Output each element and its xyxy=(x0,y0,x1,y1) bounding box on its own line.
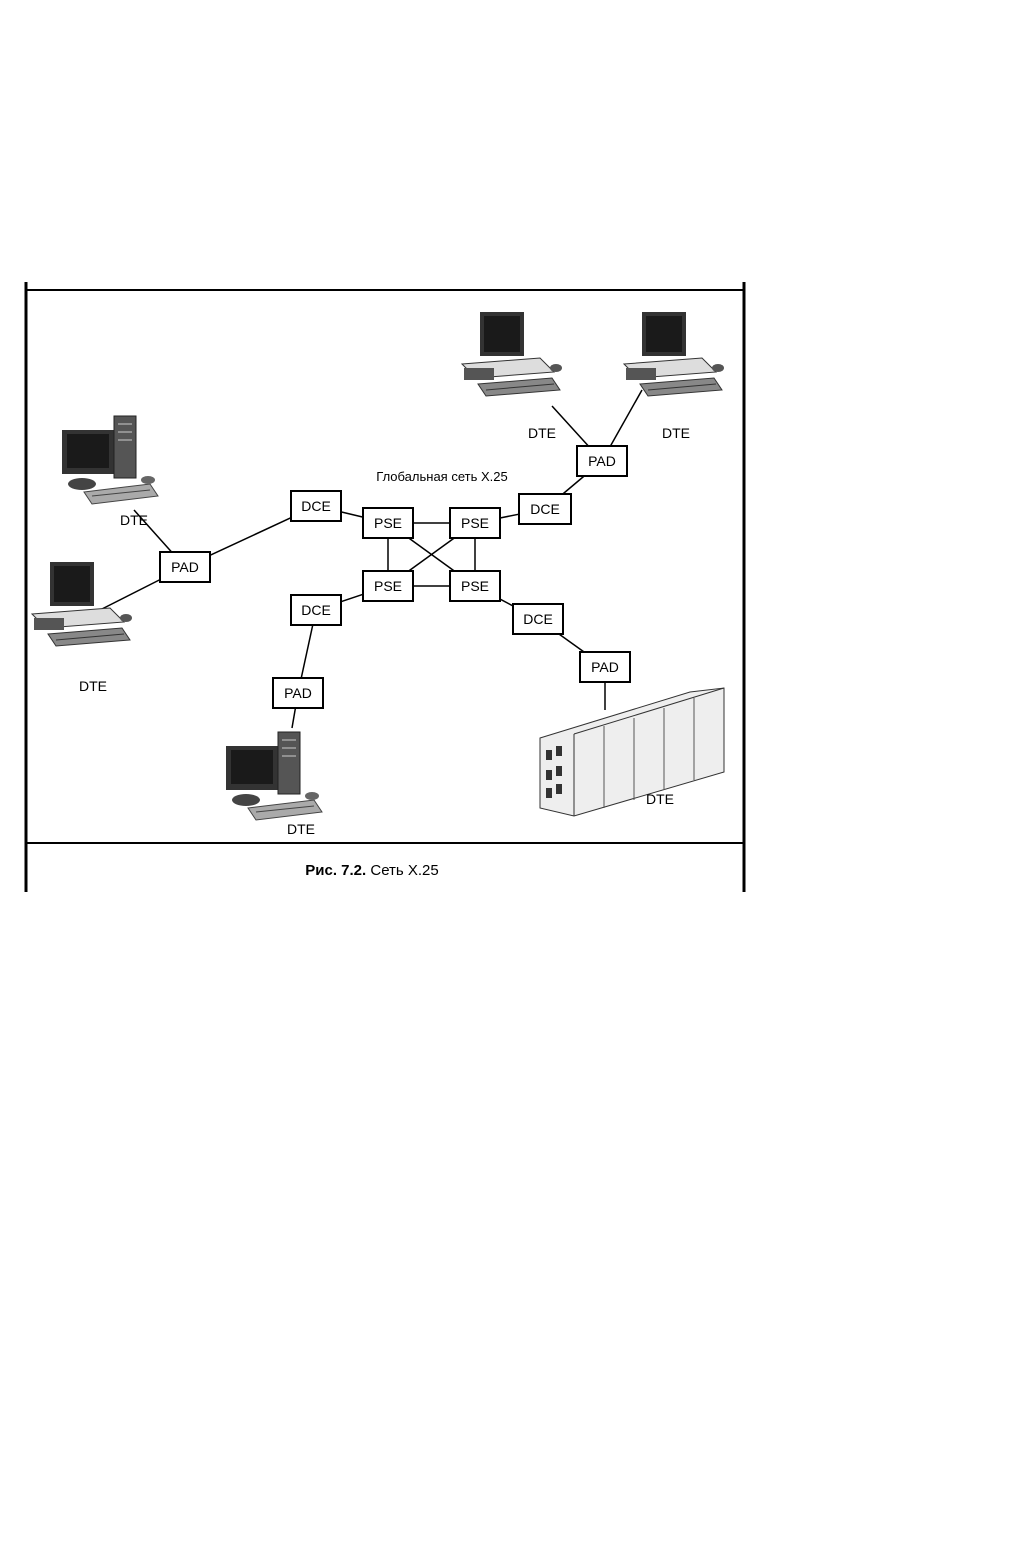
link-pad-left-dce-left-top xyxy=(210,518,291,556)
dce-node-label: DCE xyxy=(301,602,331,618)
pad-node-label: PAD xyxy=(171,559,199,575)
dce-node-right-bottom: DCE xyxy=(513,604,563,634)
dce-node-label: DCE xyxy=(530,501,560,517)
dte-label-bottom: DTE xyxy=(287,821,315,837)
dte-label-top-a: DTE xyxy=(528,425,556,441)
dte-top-a-workstation-icon xyxy=(462,312,562,396)
dce-node-label: DCE xyxy=(301,498,331,514)
link-dte-left-pad-left xyxy=(96,580,160,612)
link-pad-bottom-right-dce-right-bottom xyxy=(559,634,584,652)
pad-node-label: PAD xyxy=(284,685,312,701)
pad-node-label: PAD xyxy=(591,659,619,675)
pad-node-bottom-left: PAD xyxy=(273,678,323,708)
pse-node-label: PSE xyxy=(374,578,402,594)
network-label: Глобальная сеть X.25 xyxy=(376,469,507,484)
pad-node-left: PAD xyxy=(160,552,210,582)
pad-node-bottom-right: PAD xyxy=(580,652,630,682)
caption-number: Рис. 7.2. xyxy=(305,862,366,879)
dce-node-label: DCE xyxy=(523,611,553,627)
pad-node-top-right: PAD xyxy=(577,446,627,476)
link-pad-top-right-dce-right-top xyxy=(563,476,584,494)
dte-bottom-computer-icon xyxy=(226,732,322,820)
link-dce-right-bottom-pse4 xyxy=(500,599,513,606)
link-dce-left-bottom-pse3 xyxy=(341,594,363,601)
dte-label-left: DTE xyxy=(79,678,107,694)
dte-server-rack-icon xyxy=(540,688,724,816)
pse-node-2: PSE xyxy=(450,508,500,538)
dce-node-left-bottom: DCE xyxy=(291,595,341,625)
pad-node-label: PAD xyxy=(588,453,616,469)
dce-node-right-top: DCE xyxy=(519,494,571,524)
pse-node-3: PSE xyxy=(363,571,413,601)
dte-top-b-workstation-icon xyxy=(624,312,724,396)
link-dce-right-top-pse2 xyxy=(500,514,519,518)
pse-node-label: PSE xyxy=(461,578,489,594)
pse-node-label: PSE xyxy=(374,515,402,531)
link-dte-top-a-pad-top-right xyxy=(552,406,588,446)
pse-node-1: PSE xyxy=(363,508,413,538)
pse-node-4: PSE xyxy=(450,571,500,601)
caption-text: Сеть X.25 xyxy=(370,862,438,879)
figure-caption: Рис. 7.2. Сеть X.25 xyxy=(0,862,744,879)
pse-node-label: PSE xyxy=(461,515,489,531)
link-dte-top-b-pad-top-right xyxy=(610,390,642,446)
dce-node-left-top: DCE xyxy=(291,491,341,521)
dte-top-left-computer-icon xyxy=(62,416,158,504)
dte-label-top-left: DTE xyxy=(120,512,148,528)
dte-left-workstation-icon xyxy=(32,562,132,646)
dte-label-server: DTE xyxy=(646,791,674,807)
link-dte-bottom-pad-bottom-left xyxy=(292,708,295,728)
dte-label-top-b: DTE xyxy=(662,425,690,441)
link-dce-left-top-pse1 xyxy=(341,512,363,517)
link-pad-bottom-left-dce-left-bottom xyxy=(301,625,312,678)
